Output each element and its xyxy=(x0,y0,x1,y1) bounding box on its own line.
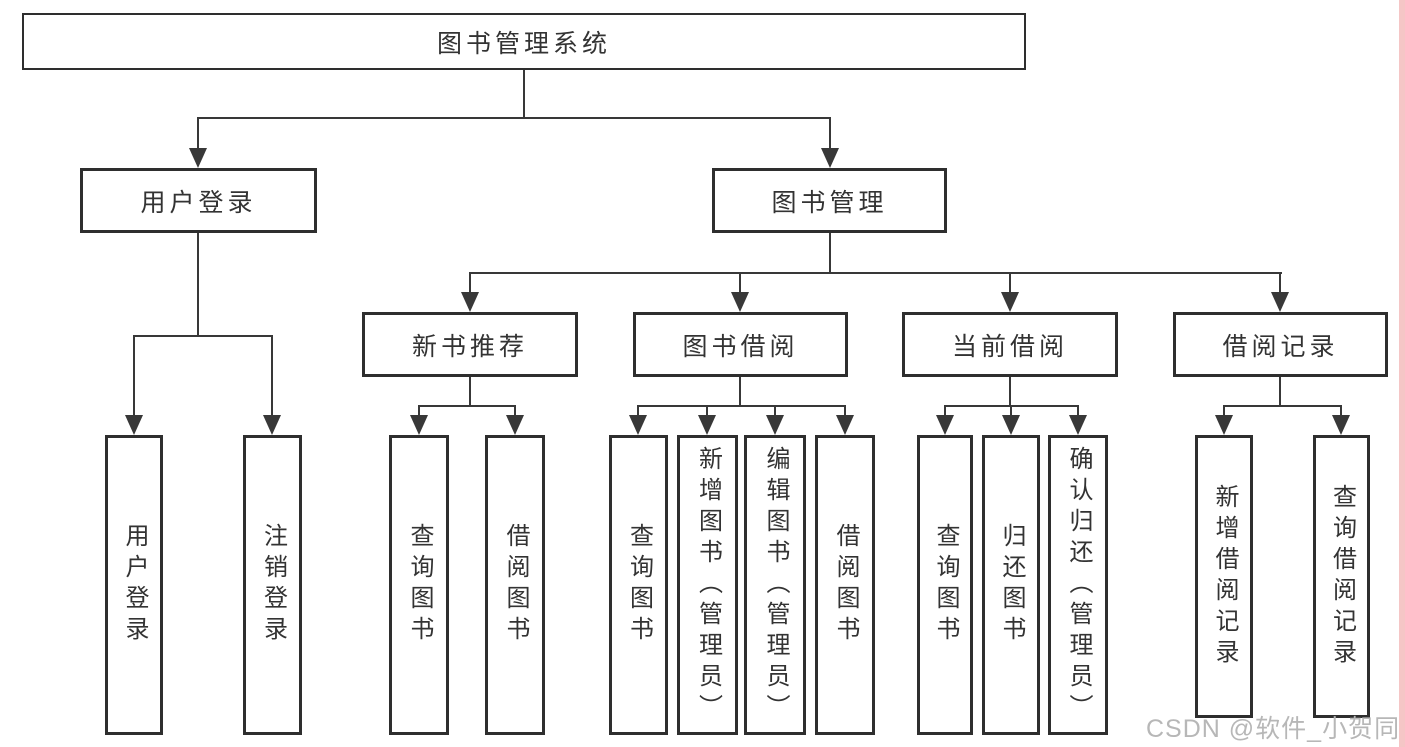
connector-line xyxy=(1279,377,1281,407)
connector-arrowhead xyxy=(1002,415,1020,435)
connector-arrowhead xyxy=(1069,415,1087,435)
connector-arrowhead xyxy=(189,148,207,168)
connector-line xyxy=(514,405,516,417)
leaf-query-books: 查询图书 xyxy=(609,435,668,735)
connector-arrowhead xyxy=(1001,292,1019,312)
leaf-return-books: 归还图书 xyxy=(982,435,1040,735)
node-label: 图书管理系统 xyxy=(436,29,611,58)
leaf-edit-book-admin: 编辑图书（管理员） xyxy=(744,435,806,735)
connector-arrowhead xyxy=(821,148,839,168)
leaf-add-borrow-record: 新增借阅记录 xyxy=(1195,435,1253,718)
connector-arrowhead xyxy=(1332,415,1350,435)
node-book-borrowing: 图书借阅 xyxy=(633,312,848,377)
leaf-label: 新增图书（管理员） xyxy=(694,445,722,725)
leaf-borrow-books: 借阅图书 xyxy=(815,435,875,735)
connector-arrowhead xyxy=(836,415,854,435)
connector-line xyxy=(739,272,741,294)
leaf-query-books: 查询图书 xyxy=(389,435,449,735)
right-edge-artifact xyxy=(1399,0,1405,747)
connector-line xyxy=(706,405,708,417)
leaf-label: 查询图书 xyxy=(406,523,433,647)
connector-line xyxy=(637,405,846,407)
connector-arrowhead xyxy=(1215,415,1233,435)
leaf-query-books: 查询图书 xyxy=(917,435,973,735)
leaf-label: 新增借阅记录 xyxy=(1211,483,1238,670)
connector-line xyxy=(418,405,516,407)
connector-line xyxy=(637,405,639,417)
node-new-book-recommendation: 新书推荐 xyxy=(362,312,578,377)
leaf-user-login: 用户登录 xyxy=(105,435,163,735)
connector-line xyxy=(197,233,199,335)
connector-line xyxy=(197,117,831,119)
node-book-management: 图书管理 xyxy=(712,168,947,233)
connector-arrowhead xyxy=(1271,292,1289,312)
connector-arrowhead xyxy=(731,292,749,312)
connector-line xyxy=(1340,405,1342,417)
node-label: 图书管理 xyxy=(771,188,888,217)
node-label: 新书推荐 xyxy=(411,332,528,361)
leaf-label: 借阅图书 xyxy=(832,523,859,647)
leaf-label: 查询借阅记录 xyxy=(1328,483,1356,670)
connector-line xyxy=(739,377,741,407)
leaf-borrow-books: 借阅图书 xyxy=(485,435,545,735)
connector-line xyxy=(469,272,471,294)
leaf-label: 确认归还（管理员） xyxy=(1065,445,1092,725)
leaf-label: 用户登录 xyxy=(121,523,148,647)
connector-arrowhead xyxy=(936,415,954,435)
connector-line xyxy=(774,405,776,417)
leaf-label: 查询图书 xyxy=(625,523,653,647)
leaf-logout: 注销登录 xyxy=(243,435,302,735)
connector-arrowhead xyxy=(461,292,479,312)
connector-line xyxy=(271,335,273,417)
node-label: 借阅记录 xyxy=(1222,332,1339,361)
node-label: 用户登录 xyxy=(140,188,257,217)
node-current-borrowing: 当前借阅 xyxy=(902,312,1118,377)
connector-arrowhead xyxy=(629,415,647,435)
leaf-label: 查询图书 xyxy=(932,523,959,647)
leaf-label: 归还图书 xyxy=(998,523,1025,647)
connector-line xyxy=(133,335,135,417)
connector-line xyxy=(197,117,199,150)
node-label: 图书借阅 xyxy=(682,332,799,361)
connector-line xyxy=(1077,405,1079,417)
connector-arrowhead xyxy=(698,415,716,435)
leaf-label: 注销登录 xyxy=(259,523,287,647)
connector-line xyxy=(1279,272,1281,294)
connector-line xyxy=(844,405,846,417)
connector-line xyxy=(469,377,471,407)
node-library-system: 图书管理系统 xyxy=(22,13,1026,70)
connector-arrowhead xyxy=(410,415,428,435)
connector-line xyxy=(133,335,273,337)
connector-line xyxy=(418,405,420,417)
connector-line xyxy=(523,70,525,119)
connector-arrowhead xyxy=(263,415,281,435)
connector-arrowhead xyxy=(506,415,524,435)
connector-line xyxy=(1223,405,1225,417)
connector-line xyxy=(1009,272,1011,294)
connector-line xyxy=(1010,405,1012,417)
watermark: CSDN @软件_小贺同学 xyxy=(1146,715,1405,743)
node-user-login: 用户登录 xyxy=(80,168,317,233)
connector-line xyxy=(829,233,831,274)
leaf-query-borrow-record: 查询借阅记录 xyxy=(1313,435,1370,718)
node-borrowing-records: 借阅记录 xyxy=(1173,312,1388,377)
connector-line xyxy=(1223,405,1342,407)
connector-line xyxy=(829,117,831,150)
leaf-label: 借阅图书 xyxy=(502,523,529,647)
connector-arrowhead xyxy=(125,415,143,435)
leaf-confirm-return-admin: 确认归还（管理员） xyxy=(1048,435,1108,735)
connector-line xyxy=(469,272,1282,274)
leaf-add-book-admin: 新增图书（管理员） xyxy=(677,435,738,735)
leaf-label: 编辑图书（管理员） xyxy=(762,445,789,725)
connector-line xyxy=(1009,377,1011,407)
node-label: 当前借阅 xyxy=(951,332,1068,361)
connector-arrowhead xyxy=(766,415,784,435)
connector-line xyxy=(944,405,946,417)
